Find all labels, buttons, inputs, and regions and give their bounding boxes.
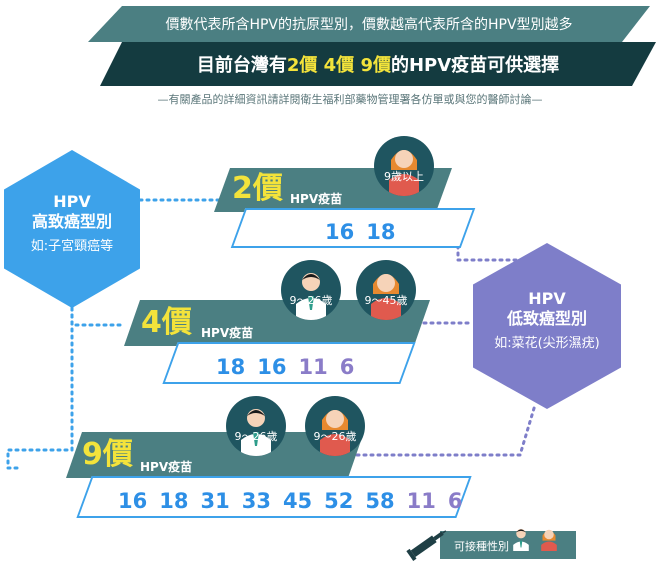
v2-label: HPV疫苗 <box>290 192 343 206</box>
low-risk-title: HPV <box>528 289 566 308</box>
connector-low-v2 <box>456 244 542 262</box>
v4-types: 18 16 11 6 <box>216 355 354 379</box>
v9-type-16: 16 <box>118 489 148 513</box>
v2-types: 16 18 <box>325 220 395 244</box>
syringe-icon <box>406 530 447 561</box>
header-banner-2: 目前台灣有2價 4價 9價的HPV疫苗可供選擇 <box>100 42 656 86</box>
highlight-4-valent: 4價 <box>323 55 355 76</box>
v9-type-18: 18 <box>159 489 189 513</box>
header-line-1: 價數代表所含HPV的抗原型別，價數越高代表所含的HPV型別越多 <box>165 17 573 33</box>
v9-types: 16 18 31 33 45 52 58 11 6 <box>118 489 463 513</box>
v2-type-18: 18 <box>366 220 396 244</box>
v9-valence: 9價 <box>82 437 133 472</box>
header-line-2-prefix: 目前台灣有 <box>196 55 287 76</box>
v4-type-16: 16 <box>257 355 287 379</box>
v9-type-52: 52 <box>324 489 354 513</box>
v9-type-31: 31 <box>200 489 230 513</box>
header-line-2: 目前台灣有2價 4價 9價的HPV疫苗可供選擇 <box>100 51 656 77</box>
low-risk-subtitle: 低致癌型別 <box>506 309 587 328</box>
legend-male-icon <box>513 528 529 551</box>
v2-female-avatar: 9歲以上 <box>374 136 434 196</box>
high-risk-title: HPV <box>53 192 91 211</box>
v9-type-58: 58 <box>365 489 395 513</box>
header-disclaimer: —有關產品的詳細資訊請詳閱衛生福利部藥物管理署各仿單或與您的醫師討論— <box>157 93 543 106</box>
v4-type-18: 18 <box>216 355 246 379</box>
legend-label: 可接種性別 <box>454 540 509 553</box>
v9-female-avatar: 9～26歲 <box>305 396 365 456</box>
v4-type-11: 11 <box>298 355 328 379</box>
v2-female-age: 9歲以上 <box>384 170 424 183</box>
v4-male-avatar: 9～26歲 <box>281 260 341 320</box>
female-avatar-icon <box>389 150 419 196</box>
highlight-9-valent: 9價 <box>360 55 391 76</box>
v9-male-age: 9～26歲 <box>234 430 278 443</box>
highlight-2-valent: 2價 <box>286 55 318 76</box>
v4-male-age: 9～26歲 <box>289 294 333 307</box>
male-avatar-icon <box>241 409 271 456</box>
v9-type-33: 33 <box>241 489 271 513</box>
female-avatar-icon <box>320 410 350 456</box>
v9-male-avatar: 9～26歲 <box>226 396 286 456</box>
v9-type-6: 6 <box>447 489 463 513</box>
connector-high-v9 <box>6 306 74 470</box>
low-risk-example: 如:菜花(尖形濕疣) <box>494 336 600 351</box>
legend-female-icon <box>541 529 557 551</box>
v4-female-avatar: 9～45歲 <box>356 260 416 320</box>
v4-label: HPV疫苗 <box>201 326 254 340</box>
header-banner-1: 價數代表所含HPV的抗原型別，價數越高代表所含的HPV型別越多 <box>88 6 650 42</box>
v9-type-45: 45 <box>282 489 313 513</box>
v4-female-age: 9～45歲 <box>364 294 408 307</box>
high-risk-example: 如:子宮頸癌等 <box>30 239 114 254</box>
male-avatar-icon <box>296 273 326 320</box>
v9-type-11: 11 <box>406 489 436 513</box>
v2-type-16: 16 <box>325 220 355 244</box>
high-risk-subtitle: 高致癌型別 <box>31 212 112 231</box>
header-line-2-suffix: 的HPV疫苗可供選擇 <box>390 55 560 76</box>
connector-low-v9 <box>348 403 537 457</box>
v4-type-6: 6 <box>339 355 355 379</box>
connector-high-v4 <box>70 306 122 327</box>
v9-female-age: 9～26歲 <box>313 430 357 443</box>
v9-label: HPV疫苗 <box>140 460 193 474</box>
v2-valence: 2價 <box>232 171 283 206</box>
female-avatar-icon <box>371 274 401 320</box>
v4-valence: 4價 <box>141 305 192 340</box>
